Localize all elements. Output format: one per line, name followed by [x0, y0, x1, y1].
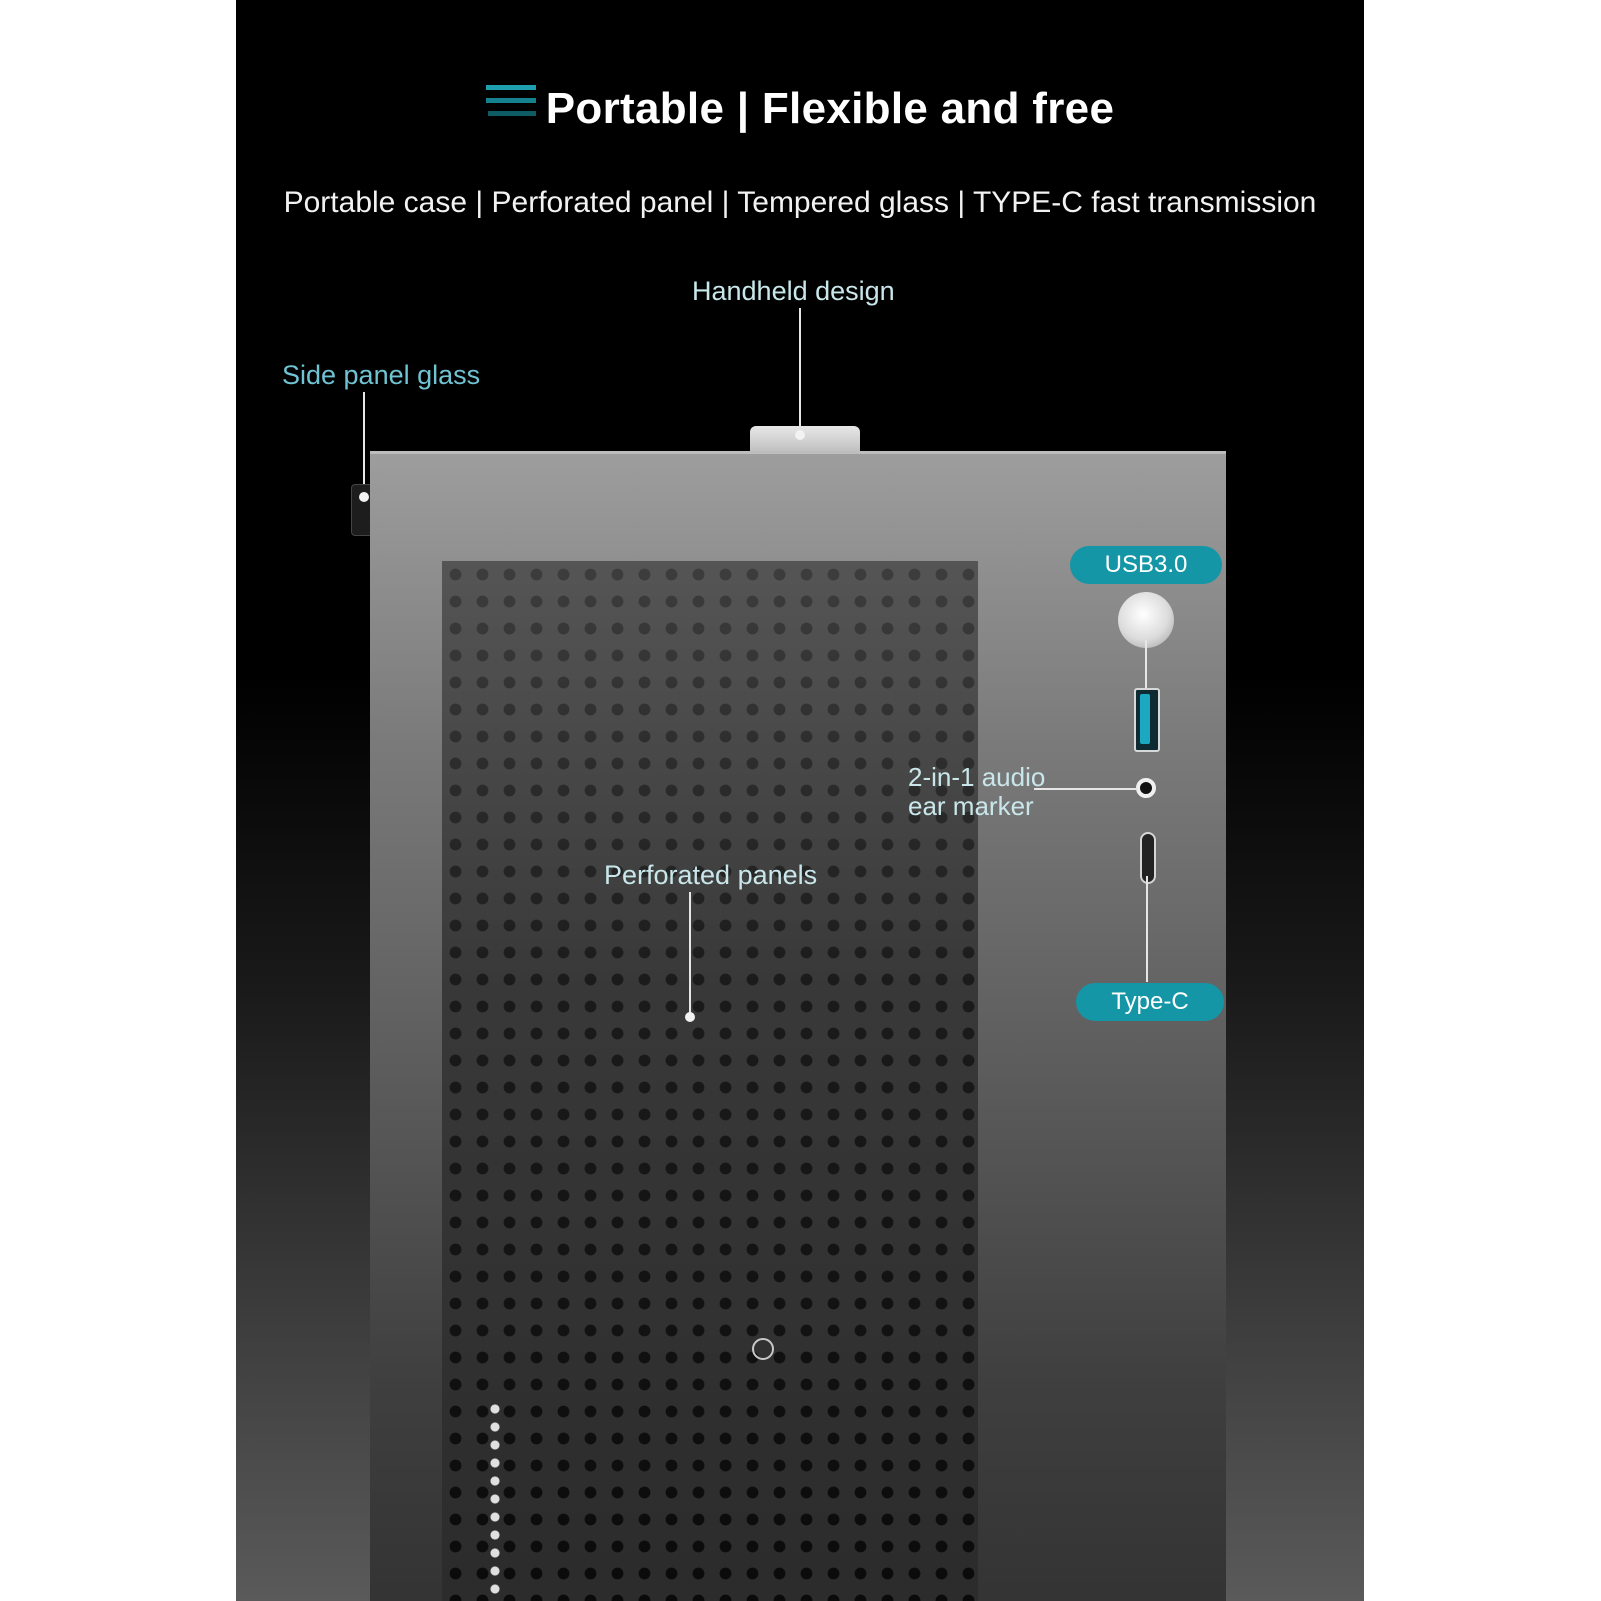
callout-line-side-panel: [363, 392, 365, 496]
callout-line-audio: [1034, 788, 1138, 790]
audio-jack-icon: [1136, 778, 1156, 798]
title-text: Portable | Flexible and free: [545, 84, 1115, 133]
page-title: Portable | Flexible and free: [236, 84, 1364, 134]
product-banner: Portable | Flexible and free Portable ca…: [236, 0, 1364, 1601]
type-c-port-icon: [1140, 832, 1156, 884]
menu-lines-icon: [485, 85, 536, 131]
callout-audio-line2: ear marker: [908, 791, 1034, 821]
perforated-panel: [442, 561, 978, 1601]
callout-line-typec: [1146, 876, 1148, 982]
callout-side-panel: Side panel glass: [282, 360, 481, 390]
feature-subtitle: Portable case | Perforated panel | Tempe…: [283, 186, 1317, 219]
callout-perforated: Perforated panels: [604, 860, 818, 890]
callout-usb: USB3.0: [1070, 546, 1222, 584]
callout-line-perforated: [689, 892, 691, 1014]
fan-hub-icon: [752, 1338, 774, 1360]
callout-handheld: Handheld design: [692, 276, 895, 306]
callout-line-handheld: [799, 308, 801, 432]
power-button: [1118, 592, 1174, 648]
carry-handle: [750, 426, 860, 452]
perforated-panel-shading: [442, 561, 978, 1601]
callout-line-usb: [1145, 640, 1147, 690]
callout-dot-handheld: [795, 430, 805, 440]
callout-dot-side-panel: [359, 492, 369, 502]
cable-strip: [486, 1400, 504, 1600]
callout-dot-perforated: [685, 1012, 695, 1022]
usb-port-icon: [1134, 688, 1160, 752]
callout-typec: Type-C: [1076, 983, 1224, 1021]
callout-audio-line1: 2-in-1 audio: [908, 762, 1046, 792]
